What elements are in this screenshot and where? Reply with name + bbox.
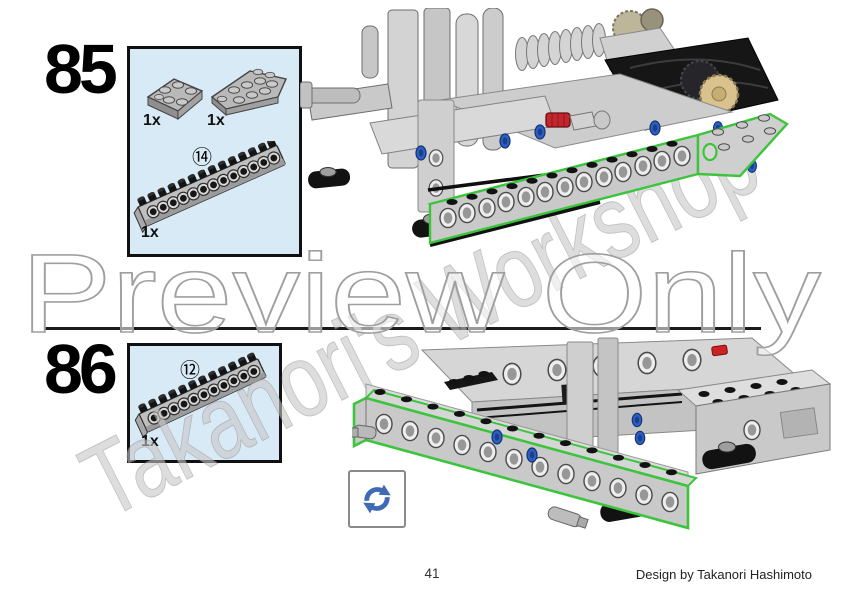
rotate-model-callout: [348, 470, 406, 528]
designer-credit: Design by Takanori Hashimoto: [635, 567, 812, 582]
step-86-model-image: [352, 337, 832, 530]
part-callout-number: ⑫: [180, 358, 200, 382]
highlighted-new-brick-1x12: [352, 388, 698, 530]
spring-coil: [515, 23, 606, 71]
highlighted-new-brick-1x14: [427, 133, 713, 245]
highlighted-new-wedge-plate: [696, 112, 789, 178]
technic-brick-1x12-icon: [134, 352, 267, 438]
step-divider-line: [45, 327, 761, 330]
red-axle-connector: [545, 110, 611, 131]
step-85-number: 85: [44, 30, 118, 108]
red-axle-tip: [711, 344, 728, 357]
gray-axle-pins: [352, 424, 589, 529]
wedge-plate-large-icon: [210, 68, 287, 117]
wedge-plate-small-icon: [146, 78, 204, 121]
step-85-parts-callout: 1x 1x ⑭ 1x: [127, 46, 302, 257]
step-85-model-image: [300, 8, 789, 247]
part-quantity: 1x: [207, 112, 225, 129]
part-quantity: 1x: [141, 433, 159, 450]
step-86-parts-callout: ⑫ 1x: [127, 343, 282, 463]
part-callout-number: ⑭: [192, 145, 212, 169]
part-quantity: 1x: [143, 112, 161, 129]
technic-brick-1x14-icon: [133, 141, 286, 233]
part-quantity: 1x: [141, 224, 159, 241]
step-86-number: 86: [44, 330, 118, 408]
page-number: 41: [424, 566, 440, 581]
circular-arrows-rotate-icon: [363, 484, 391, 514]
